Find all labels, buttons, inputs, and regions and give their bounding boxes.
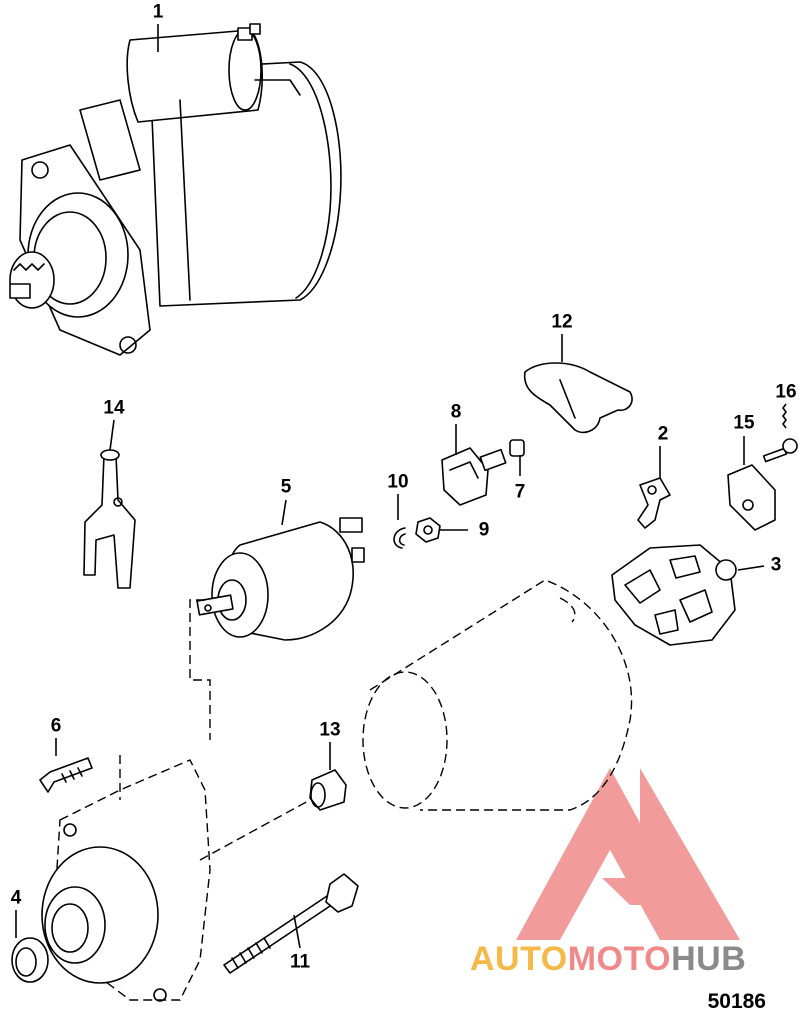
watermark-moto: MOTO bbox=[567, 940, 672, 978]
callout-3: 3 bbox=[770, 554, 782, 576]
part-12-drawing bbox=[523, 362, 633, 434]
part-5-drawing bbox=[196, 517, 365, 641]
part-13-drawing bbox=[309, 769, 347, 811]
starter-motor-assembly bbox=[9, 23, 342, 356]
figure-number: 50186 bbox=[707, 990, 766, 1013]
callout-7: 7 bbox=[514, 481, 526, 503]
leader-lines bbox=[15, 24, 787, 949]
part-8-drawing bbox=[441, 447, 507, 506]
callout-13: 13 bbox=[319, 719, 341, 741]
callout-11: 11 bbox=[289, 951, 311, 973]
callout-16: 16 bbox=[775, 381, 797, 403]
callout-9: 9 bbox=[478, 519, 490, 541]
callout-8: 8 bbox=[450, 401, 462, 423]
watermark-hub: HUB bbox=[671, 940, 747, 978]
callout-10: 10 bbox=[387, 471, 409, 493]
part-6-drawing bbox=[39, 757, 93, 793]
part-15-drawing bbox=[727, 464, 776, 531]
part-11-drawing bbox=[223, 873, 359, 974]
callout-14: 14 bbox=[103, 397, 125, 419]
part-14-drawing bbox=[83, 449, 136, 589]
watermark-auto: AUTO bbox=[470, 940, 568, 978]
watermark-text: AUTOMOTOHUB bbox=[470, 942, 746, 976]
callout-2: 2 bbox=[657, 423, 669, 445]
callout-4: 4 bbox=[10, 887, 22, 909]
alignment-lines bbox=[119, 599, 311, 861]
watermark-logo bbox=[516, 768, 740, 940]
callout-1: 1 bbox=[152, 1, 164, 23]
callout-6: 6 bbox=[50, 715, 62, 737]
part-7-drawing bbox=[509, 439, 525, 457]
part-10-drawing bbox=[393, 527, 406, 549]
callout-5: 5 bbox=[280, 476, 292, 498]
part-4-drawing bbox=[11, 937, 49, 983]
part-3-drawing bbox=[611, 544, 737, 646]
callout-12: 12 bbox=[551, 311, 573, 333]
motor-housing-dashed bbox=[362, 579, 633, 811]
drive-end-housing bbox=[41, 759, 211, 1002]
part-2-drawing bbox=[637, 477, 671, 529]
part-16-drawing bbox=[762, 438, 798, 463]
callout-15: 15 bbox=[733, 412, 755, 434]
part-9-drawing bbox=[415, 517, 441, 543]
